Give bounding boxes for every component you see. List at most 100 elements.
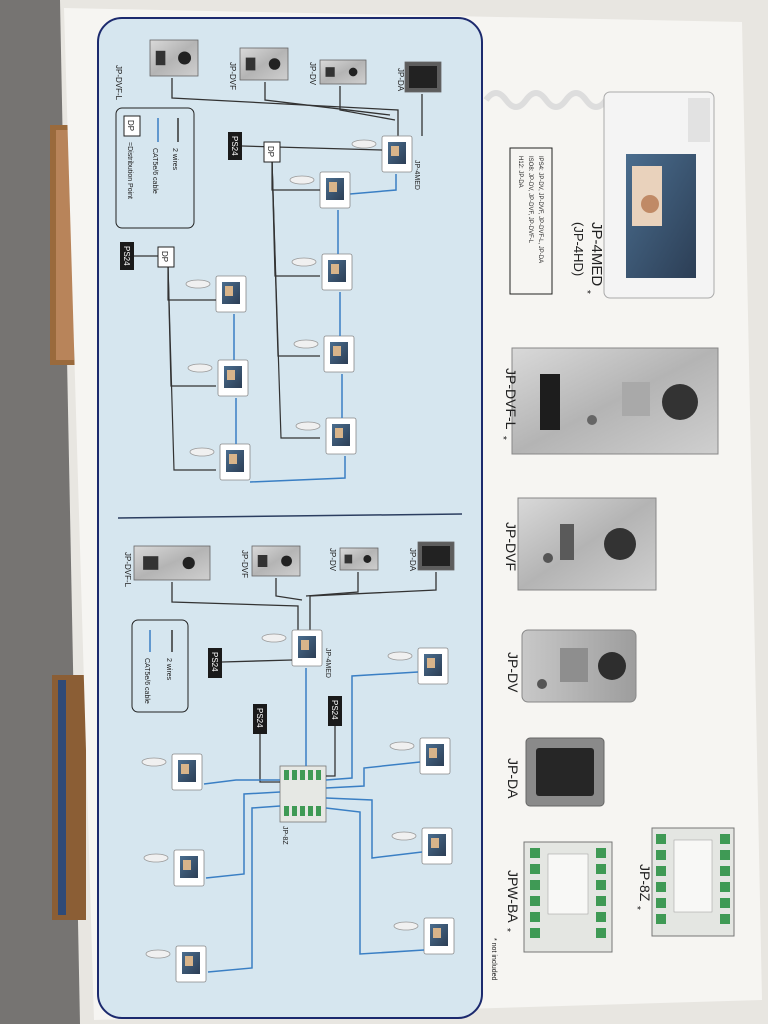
top-monitor-l2-face xyxy=(227,370,235,380)
top-wire-dv xyxy=(339,86,396,121)
top-door-label-dvf: JP-DVF xyxy=(228,62,237,90)
top-legend-dp-key: DP xyxy=(126,120,135,131)
top-door-label-dv: JP-DV xyxy=(308,62,317,86)
top-dvf-l-camera xyxy=(178,51,192,65)
flap-left-bottom xyxy=(52,675,86,920)
product-jp-8z-terminal xyxy=(656,850,666,860)
svg-text:*: * xyxy=(631,906,642,910)
bottom-wire-dvf xyxy=(275,578,303,601)
product-jpw-ba-terminal xyxy=(530,880,540,890)
product-label-jp-8z: JP-8Z xyxy=(637,864,653,902)
product-jpw-ba-terminal xyxy=(530,896,540,906)
top-cat-l3 xyxy=(249,456,346,483)
top-dp-a xyxy=(263,141,281,163)
product-jpw-ba-terminal xyxy=(596,880,606,890)
bottom-jp-8z-terminal xyxy=(316,770,321,780)
bottom-door-label-dvf-l: JP-DVF-L xyxy=(123,552,132,588)
svg-text:*: * xyxy=(581,290,592,294)
top-monitor-r3-handset xyxy=(293,339,319,349)
top-monitor-l2-handset xyxy=(187,363,213,373)
bottom-jp-8z-terminal xyxy=(292,806,297,816)
svg-text:PS24: PS24 xyxy=(230,136,239,156)
product-jpw-ba-terminal xyxy=(596,912,606,922)
top-cat-1 xyxy=(349,174,397,195)
top-legend-box xyxy=(115,107,195,229)
top-dvf-name-plate xyxy=(245,57,256,71)
top-dp-wire-3 xyxy=(271,159,320,439)
product-label-dvf: JP-DVF xyxy=(503,522,519,571)
product-jp-8z-terminal xyxy=(720,882,730,892)
top-wire-dvf xyxy=(264,82,391,116)
top-monitor-l1-handset xyxy=(185,279,211,289)
top-monitor-r3-face xyxy=(333,346,341,356)
svg-text:PS24: PS24 xyxy=(255,708,264,728)
bottom-dv-name-plate xyxy=(344,554,353,564)
bottom-jp-8z-terminal xyxy=(284,770,289,780)
compat-box xyxy=(509,147,553,295)
bottom-cat-l1 xyxy=(203,779,280,785)
bottom-ps24-c xyxy=(328,696,342,726)
product-jp-dvf-button xyxy=(543,553,553,563)
top-legend-cat: CAT5e/6 cable xyxy=(151,148,158,194)
product-jp-8z-terminal xyxy=(720,914,730,924)
bottom-jp-8z-terminal xyxy=(316,806,321,816)
svg-text:*: * xyxy=(497,436,508,440)
bottom-monitor-r3-handset xyxy=(391,831,417,841)
product-label-da: JP-DA xyxy=(505,758,521,799)
bottom-dv xyxy=(339,547,379,571)
product-jpw-ba-terminal xyxy=(530,928,540,938)
product-jpw-ba-terminal xyxy=(596,848,606,858)
top-master-face xyxy=(391,146,399,156)
product-jp-dvf-l-speaker xyxy=(622,382,650,416)
bottom-dvf-camera xyxy=(281,555,292,567)
top-dvf-l-name-plate xyxy=(155,50,166,66)
bottom-jp-8z-terminal xyxy=(284,806,289,816)
bottom-dv-camera xyxy=(363,555,372,563)
bottom-cat-r4 xyxy=(325,807,425,955)
product-jpw-ba-terminal xyxy=(530,912,540,922)
top-wire-dvf-l xyxy=(171,78,399,136)
product-jp-8z-terminal xyxy=(656,866,666,876)
top-door-label-da: JP-DA xyxy=(396,68,405,92)
product-jp-8z-terminal xyxy=(720,898,730,908)
top-master-label: JP-4MED xyxy=(413,160,420,190)
product-jpw-ba-terminal xyxy=(530,848,540,858)
bottom-adaptor-label: JP-8Z xyxy=(281,826,288,845)
bottom-cat-r2 xyxy=(325,761,421,789)
product-jp-dvf-l-button xyxy=(587,415,597,425)
bottom-wire-da xyxy=(309,572,437,630)
svg-text:DP: DP xyxy=(160,251,169,262)
product-jp-8z-terminal xyxy=(656,914,666,924)
bottom-legend-two-wires: 2 wires xyxy=(165,658,172,681)
bottom-wire-dv xyxy=(305,572,359,597)
top-monitor-r1-face xyxy=(329,182,337,192)
product-jp-8z-terminal xyxy=(720,834,730,844)
product-jpw-ba-terminal xyxy=(530,864,540,874)
top-monitor-r1-handset xyxy=(289,175,315,185)
product-label-dvf-l: JP-DVF-L xyxy=(503,368,519,430)
top-monitor-r4-face xyxy=(335,428,343,438)
product-jp-dv-button xyxy=(537,679,547,689)
product-jp-dvf-camera xyxy=(604,528,636,560)
product-jp-8z-terminal xyxy=(656,834,666,844)
top-dpb-wire-2 xyxy=(167,264,216,471)
bottom-jp-8z-terminal xyxy=(292,770,297,780)
svg-text:DP: DP xyxy=(266,146,275,157)
svg-text:PS24: PS24 xyxy=(210,652,219,672)
top-legend-two-wires: 2 wires xyxy=(171,148,178,171)
bottom-dvf-name-plate xyxy=(257,555,268,567)
bottom-jp-8z-terminal xyxy=(308,806,313,816)
top-legend-dp-desc: =Distribution Point xyxy=(126,142,133,199)
bottom-jp-8z-terminal xyxy=(308,770,313,780)
top-monitor-l3-handset xyxy=(189,447,215,457)
bottom-monitor-r4-face xyxy=(433,928,441,938)
bottom-monitor-l1-face xyxy=(181,764,189,774)
bottom-cat-l3 xyxy=(207,805,281,973)
bottom-cat-r3 xyxy=(325,797,423,859)
top-ps24-b xyxy=(120,242,134,270)
panel-divider xyxy=(117,513,463,519)
bottom-cat-r1 xyxy=(325,671,419,781)
product-jpw-ba-terminal xyxy=(596,928,606,938)
bottom-jp-8z-terminal xyxy=(300,806,305,816)
bottom-monitor-l2-face xyxy=(183,860,191,870)
